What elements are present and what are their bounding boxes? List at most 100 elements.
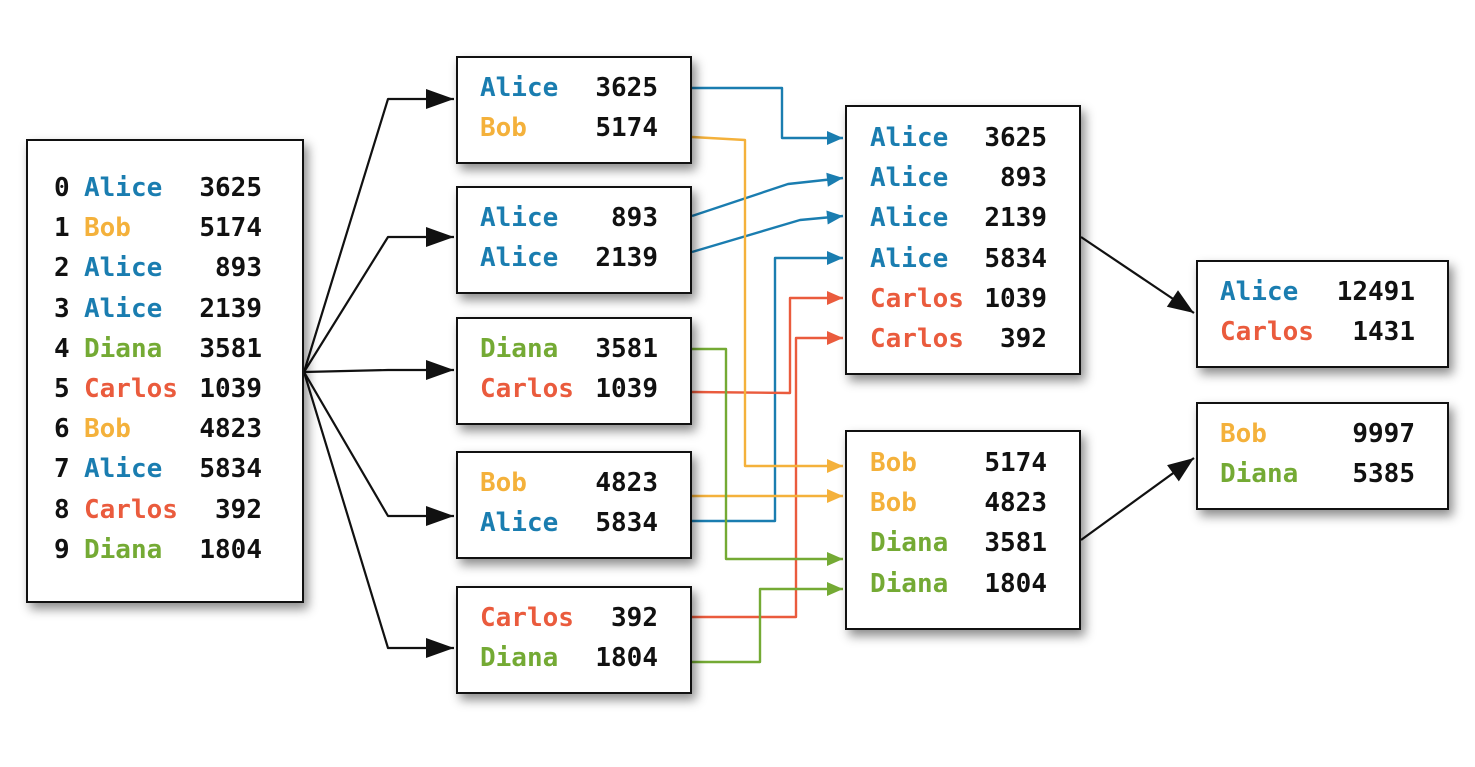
record-key: Carlos [84, 494, 178, 525]
record-value: 392 [215, 494, 262, 525]
record-value: 5834 [595, 508, 658, 538]
arrowhead [827, 552, 843, 566]
arrowhead [827, 459, 843, 473]
input-record-row: 8 Carlos 392 [28, 490, 302, 530]
record-index: 3 [54, 293, 70, 324]
record-key: Alice [480, 243, 559, 273]
record-key: Carlos [84, 374, 178, 404]
shuffle-arrow [691, 296, 843, 395]
record-value: 1804 [595, 643, 658, 673]
record-value: 2139 [984, 203, 1047, 234]
record-key: Bob [84, 213, 131, 244]
record-value: 1039 [984, 283, 1047, 314]
record-key: Bob [84, 414, 131, 445]
record-index: 7 [54, 454, 70, 485]
record-index: 5 [54, 374, 70, 404]
record-value: 9997 [1352, 419, 1415, 449]
record-index: 0 [54, 173, 70, 203]
shuffle-arrow [691, 176, 844, 218]
record-value: 5174 [199, 213, 262, 244]
record-key: Alice [84, 173, 163, 203]
split-arrow [303, 235, 454, 373]
record-key: Alice [870, 163, 949, 194]
record-value: 893 [215, 253, 262, 284]
arrowhead [1167, 458, 1194, 482]
record-key: Carlos [870, 324, 964, 354]
arrowhead [827, 582, 843, 596]
arrowhead [826, 210, 843, 225]
record-index: 8 [54, 494, 70, 525]
record-index: 9 [54, 534, 70, 565]
partition-record-row: Diana 3581 [458, 329, 690, 369]
record-value: 5834 [984, 243, 1047, 274]
record-key: Diana [480, 643, 559, 673]
shuffled-record-row: Alice 5834 [847, 239, 1079, 279]
arrowhead [1166, 290, 1194, 313]
input-record-row: 0 Alice 3625 [28, 168, 302, 208]
record-key: Carlos [870, 283, 964, 314]
record-index: 6 [54, 414, 70, 445]
record-key: Diana [1220, 459, 1299, 489]
input-record-row: 6 Bob 4823 [28, 409, 302, 449]
record-key: Carlos [480, 374, 574, 404]
record-key: Bob [1220, 419, 1267, 449]
shuffle-arrow [692, 587, 843, 664]
shuffle-arrow [692, 86, 843, 140]
record-value: 5174 [984, 448, 1047, 478]
record-value: 3581 [595, 334, 658, 364]
record-index: 1 [54, 213, 70, 244]
shuffled-record-row: Carlos 1039 [847, 279, 1079, 319]
record-key: Alice [480, 73, 559, 103]
input-record-row: 1 Bob 5174 [28, 208, 302, 248]
record-value: 2139 [199, 293, 262, 324]
record-key: Alice [870, 243, 949, 274]
shuffle-arrow [692, 256, 843, 523]
input-record-row: 7 Alice 5834 [28, 449, 302, 489]
record-value: 4823 [595, 468, 658, 498]
record-index: 4 [54, 333, 70, 364]
input-record-row: 5 Carlos 1039 [28, 369, 302, 409]
arrowhead [426, 360, 454, 380]
record-value: 3625 [595, 73, 658, 103]
partition-record-row: Diana 1804 [458, 638, 690, 678]
record-value: 4823 [199, 414, 262, 445]
arrowhead [426, 506, 454, 526]
arrowhead [426, 89, 454, 109]
shuffle-arrow [691, 135, 843, 468]
arrowhead [827, 489, 843, 503]
arrowhead [827, 251, 843, 265]
record-value: 3625 [984, 123, 1047, 153]
record-key: Alice [84, 454, 163, 485]
arrowhead [827, 291, 843, 305]
record-key: Diana [480, 334, 559, 364]
record-key: Diana [870, 568, 949, 599]
record-value: 1039 [199, 374, 262, 404]
record-key: Carlos [480, 603, 574, 633]
record-value: 3581 [984, 528, 1047, 559]
record-key: Alice [870, 203, 949, 234]
record-value: 3625 [199, 173, 262, 203]
record-value: 5834 [199, 454, 262, 485]
record-value: 1039 [595, 374, 658, 404]
record-key: Diana [84, 534, 163, 565]
arrowhead [827, 131, 843, 145]
partition-record-row: Alice 3625 [458, 68, 690, 108]
record-key: Bob [870, 448, 917, 478]
record-value: 893 [1000, 163, 1047, 194]
